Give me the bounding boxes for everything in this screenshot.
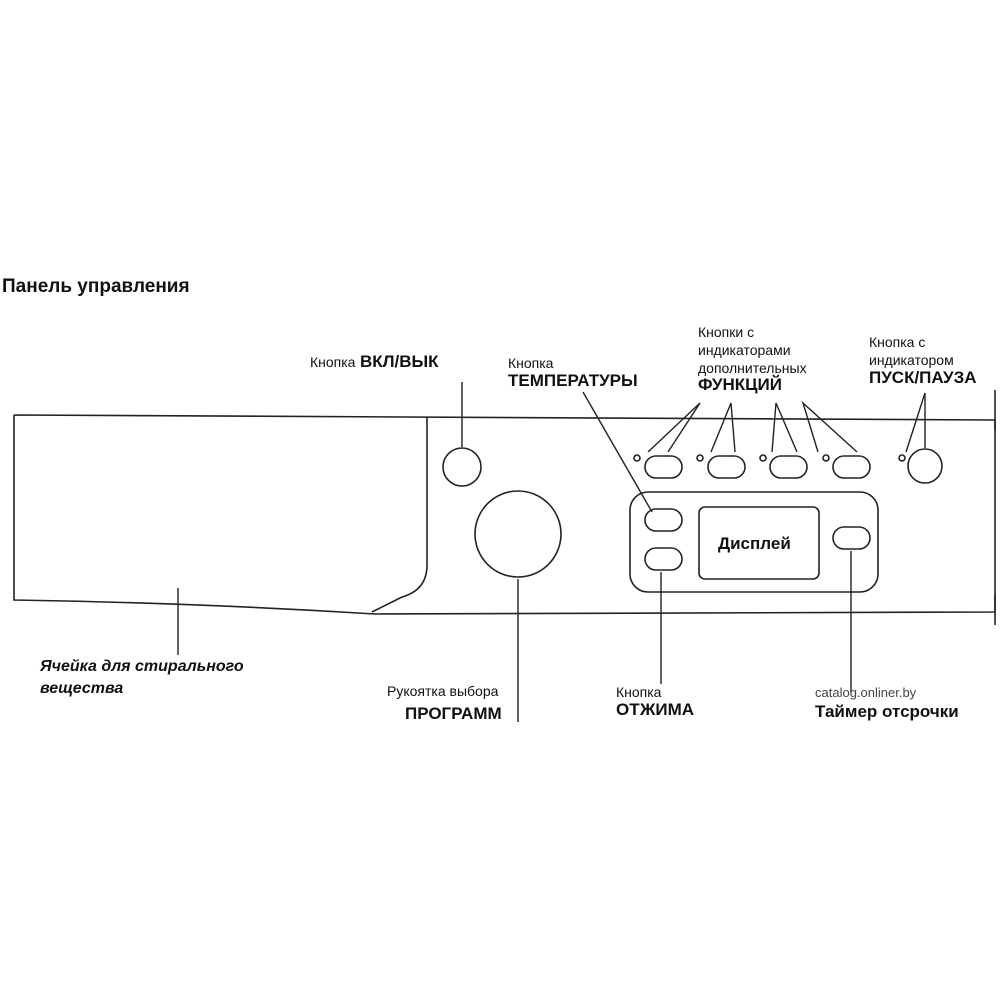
leader-lines bbox=[177, 382, 926, 722]
spin-button-shape bbox=[644, 547, 683, 571]
temperature-label-small: Кнопка bbox=[508, 355, 554, 371]
display-frame bbox=[629, 491, 879, 593]
program-knob-label-small: Рукоятка выбора bbox=[387, 683, 499, 699]
watermark: catalog.onliner.by bbox=[815, 685, 917, 700]
power-label-small: Кнопка bbox=[310, 354, 356, 370]
function-indicator-2 bbox=[696, 454, 704, 462]
detergent-label-line1: Ячейка для стирального bbox=[40, 658, 244, 675]
start-pause-label-line2: индикатором bbox=[869, 352, 954, 368]
detergent-label-line2: вещества bbox=[40, 680, 124, 697]
functions-label-line2: индикаторами bbox=[698, 342, 791, 358]
spin-label-big: ОТЖИМА bbox=[616, 700, 695, 719]
function-button-4 bbox=[832, 455, 871, 479]
temperature-label-big: ТЕМПЕРАТУРЫ bbox=[508, 371, 638, 390]
start-pause-indicator bbox=[898, 454, 906, 462]
function-indicator-4 bbox=[822, 454, 830, 462]
delay-timer-label-big: Таймер отсрочки bbox=[815, 702, 959, 721]
power-button-shape bbox=[442, 447, 482, 487]
panel-title: Панель управления bbox=[2, 276, 190, 297]
start-pause-label-line1: Кнопка с bbox=[869, 334, 926, 350]
function-button-3 bbox=[769, 455, 808, 479]
power-label-big: ВКЛ/ВЫК bbox=[359, 352, 439, 371]
function-indicator-3 bbox=[759, 454, 767, 462]
detergent-drawer bbox=[371, 417, 428, 613]
functions-label-line3: дополнительных bbox=[698, 360, 807, 376]
delay-timer-button-shape bbox=[832, 526, 871, 550]
function-button-2 bbox=[707, 455, 746, 479]
program-knob-shape bbox=[474, 490, 562, 578]
function-indicator-1 bbox=[633, 454, 641, 462]
functions-label-big: ФУНКЦИЙ bbox=[698, 375, 782, 394]
start-pause-button-shape bbox=[907, 448, 943, 484]
start-pause-label-big: ПУСК/ПАУЗА bbox=[869, 368, 977, 387]
functions-label-line1: Кнопки с bbox=[698, 324, 755, 340]
display-label: Дисплей bbox=[718, 534, 791, 553]
spin-label-small: Кнопка bbox=[616, 684, 662, 700]
power-button-label: Кнопка ВКЛ/ВЫК bbox=[310, 352, 439, 372]
function-button-1 bbox=[644, 455, 683, 479]
panel-outline bbox=[13, 414, 996, 615]
temperature-button-shape bbox=[644, 508, 683, 532]
display-screen bbox=[698, 506, 820, 580]
program-knob-label-big: ПРОГРАММ bbox=[405, 704, 502, 723]
